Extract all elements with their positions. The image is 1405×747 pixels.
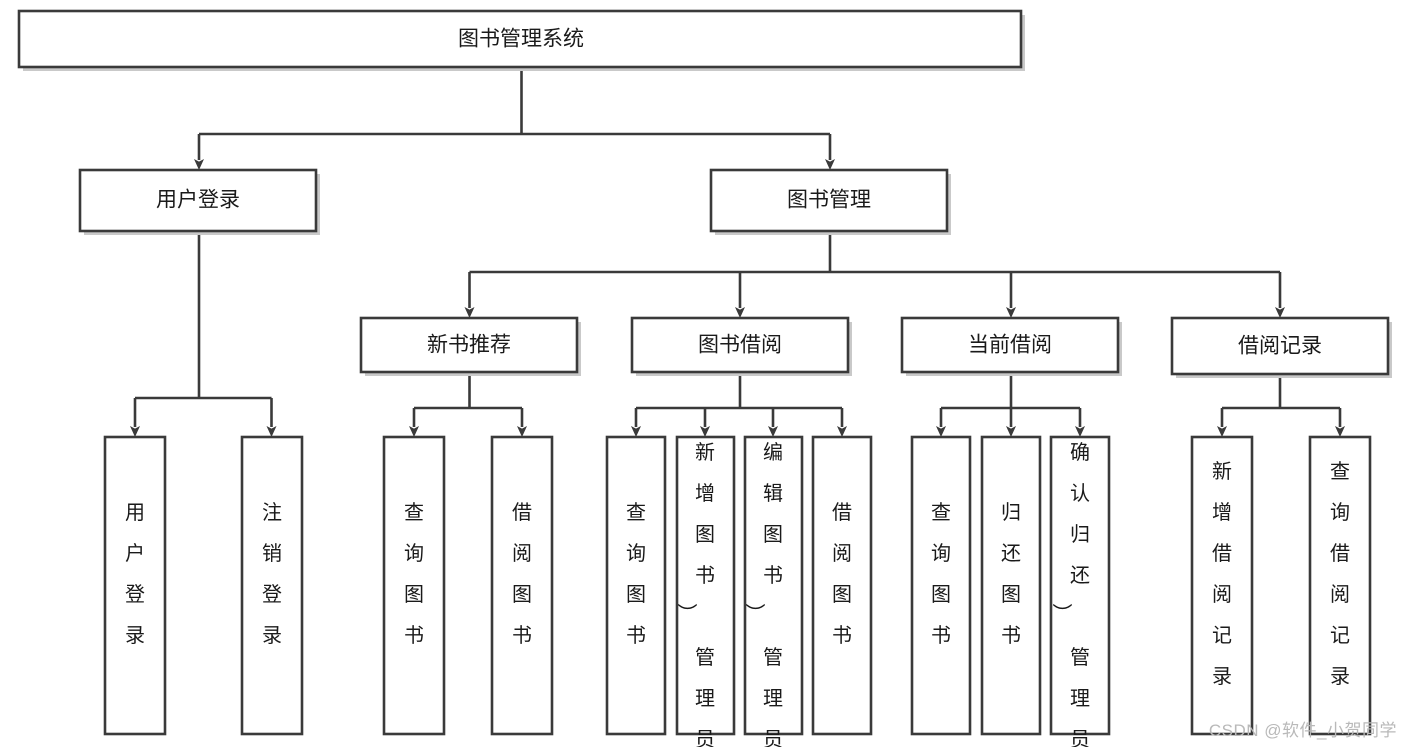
node-current-borrow[interactable]: 当前借阅: [900, 316, 1122, 376]
csdn-watermark: CSDN @软件_小贺同学: [1208, 721, 1397, 740]
leaf-user-login-box: [103, 435, 167, 736]
node-user-login-label: 用户登录: [156, 189, 240, 212]
leaf-logout-login[interactable]: 注销登录: [240, 435, 304, 736]
node-new-book-recommend[interactable]: 新书推荐: [359, 316, 581, 376]
leaf-add-record[interactable]: 新增借阅记录: [1190, 435, 1254, 736]
connector-group-current-borrow-to-leaves: [936, 373, 1085, 437]
leaf-query-record[interactable]: 查询借阅记录: [1308, 435, 1372, 736]
leaf-borrow-book-1[interactable]: 借阅图书: [490, 435, 554, 736]
leaf-confirm-return-box: [1049, 435, 1111, 736]
node-borrow-record-box: [1170, 316, 1390, 376]
leaf-borrow-book-1-box: [490, 435, 554, 736]
leaf-return-book[interactable]: 归还图书: [980, 435, 1042, 736]
node-root-box: [17, 9, 1023, 69]
leaf-query-book-1-label: 查询图书: [404, 501, 424, 647]
connector-group-borrow-record-to-leaves: [1217, 375, 1345, 437]
leaf-query-book-3-box: [910, 435, 972, 736]
connector-group-root-to-level2: [194, 67, 835, 170]
leaf-add-book[interactable]: 新增图书（管理员）: [675, 435, 736, 747]
leaf-borrow-book-2[interactable]: 借阅图书: [811, 435, 873, 736]
node-book-borrow-box: [630, 316, 850, 374]
node-current-borrow-label: 当前借阅: [968, 334, 1052, 357]
node-new-book-recommend-label: 新书推荐: [427, 334, 511, 357]
leaf-edit-book[interactable]: 编辑图书（管理员）: [743, 435, 804, 747]
leaf-query-book-1[interactable]: 查询图书: [382, 435, 446, 736]
leaf-borrow-book-1-label: 借阅图书: [512, 501, 532, 647]
leaf-add-book-label: 新增图书（管理员）: [677, 441, 715, 747]
leaf-query-record-label: 查询借阅记录: [1330, 460, 1350, 688]
node-root[interactable]: 图书管理系统: [17, 9, 1025, 71]
leaf-query-book-1-box: [382, 435, 446, 736]
leaf-confirm-return-label: 确认归还（管理员）: [1052, 441, 1090, 747]
leaf-edit-book-label: 编辑图书（管理员）: [745, 441, 783, 747]
leaf-user-login[interactable]: 用户登录: [103, 435, 167, 736]
leaf-return-book-box: [980, 435, 1042, 736]
node-book-manage[interactable]: 图书管理: [709, 168, 951, 235]
leaf-logout-login-box: [240, 435, 304, 736]
leaf-borrow-book-2-box: [811, 435, 873, 736]
leaf-logout-login-label: 注销登录: [262, 501, 282, 647]
leaf-add-book-box: [675, 435, 736, 736]
leaf-borrow-book-2-label: 借阅图书: [832, 501, 852, 647]
node-user-login-box: [78, 168, 318, 233]
leaf-edit-book-box: [743, 435, 804, 736]
leaf-query-book-3[interactable]: 查询图书: [910, 435, 972, 736]
connector-group-new-book-recommend-to-leaves: [409, 373, 527, 437]
node-book-manage-label: 图书管理: [787, 189, 871, 212]
node-user-login[interactable]: 用户登录: [78, 168, 320, 235]
connector-group-user-login-to-leaves: [130, 233, 277, 437]
node-current-borrow-box: [900, 316, 1120, 374]
node-root-label: 图书管理系统: [458, 28, 584, 51]
node-borrow-record-label: 借阅记录: [1238, 335, 1322, 358]
leaf-user-login-label: 用户登录: [125, 502, 145, 647]
leaf-return-book-label: 归还图书: [1001, 501, 1021, 647]
node-new-book-recommend-box: [359, 316, 579, 374]
connector-group-book-manage-to-level3: [464, 233, 1285, 318]
node-book-borrow-label: 图书借阅: [698, 334, 782, 357]
node-book-borrow[interactable]: 图书借阅: [630, 316, 852, 376]
node-borrow-record[interactable]: 借阅记录: [1170, 316, 1392, 378]
leaf-query-book-2-label: 查询图书: [626, 501, 646, 647]
node-book-manage-box: [709, 168, 949, 233]
leaf-query-book-2[interactable]: 查询图书: [605, 435, 667, 736]
leaf-query-record-box: [1308, 435, 1372, 736]
leaf-confirm-return[interactable]: 确认归还（管理员）: [1049, 435, 1111, 747]
leaf-query-book-2-box: [605, 435, 667, 736]
leaf-query-book-3-label: 查询图书: [931, 501, 951, 647]
connector-group-book-borrow-to-leaves: [631, 373, 847, 437]
leaf-add-record-box: [1190, 435, 1254, 736]
leaf-add-record-label: 新增借阅记录: [1212, 460, 1232, 688]
